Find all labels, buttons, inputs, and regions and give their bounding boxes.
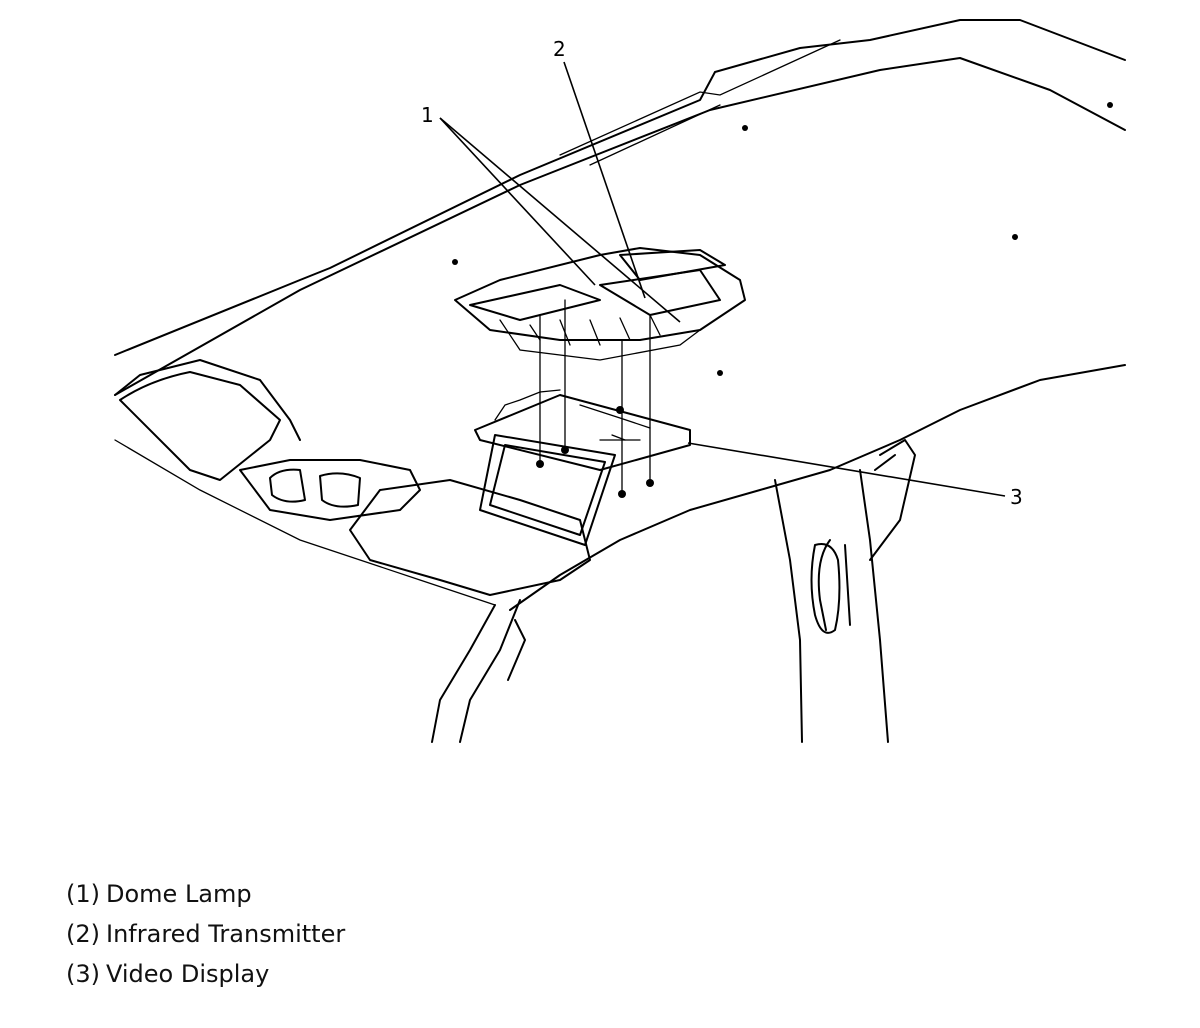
sun-visor-left — [119, 371, 281, 481]
front-pillar — [431, 599, 526, 743]
legend-text: Video Display — [106, 960, 270, 988]
b-pillar — [774, 469, 889, 743]
legend-number: (3) — [66, 960, 100, 988]
headliner-diagram: 1 2 3 — [114, 19, 1126, 743]
fastener-lines — [539, 299, 651, 494]
windshield-header — [114, 359, 301, 441]
legend-text: Infrared Transmitter — [106, 920, 346, 948]
video-display-screen — [479, 434, 616, 546]
headliner-lower-edge — [114, 439, 496, 606]
legend-item-video-display: (3)Video Display — [66, 954, 345, 994]
component-legend: (1)Dome Lamp (2)Infrared Transmitter (3)… — [66, 874, 345, 994]
callout-2: 2 — [553, 37, 566, 61]
overhead-console-front — [239, 459, 421, 521]
legend-number: (1) — [66, 880, 100, 908]
pillar-trim — [869, 439, 916, 561]
headliner-right-edge — [509, 364, 1126, 611]
video-display-bracket — [474, 394, 691, 471]
callout-1: 1 — [421, 103, 434, 127]
bracket-detail — [494, 389, 651, 441]
legend-text: Dome Lamp — [106, 880, 252, 908]
legend-number: (2) — [66, 920, 100, 948]
video-display-screen-inner — [489, 444, 606, 536]
headliner-fastener-dots — [452, 102, 1113, 376]
leader-lines — [439, 61, 1006, 497]
roof-rail-trim — [559, 39, 841, 166]
fastener-screws — [536, 406, 654, 498]
callout-3: 3 — [1010, 485, 1023, 509]
infrared-transmitter — [619, 249, 726, 281]
sun-visor-right — [349, 479, 591, 596]
dome-lamp-housing — [454, 247, 746, 341]
console-internals — [499, 314, 701, 361]
headliner-outline — [114, 19, 1126, 356]
legend-item-dome-lamp: (1)Dome Lamp — [66, 874, 345, 914]
pillar-handle — [810, 543, 841, 634]
legend-item-infrared-transmitter: (2)Infrared Transmitter — [66, 914, 345, 954]
front-map-lamps — [269, 468, 361, 508]
headliner-rear-edge — [114, 57, 1126, 396]
